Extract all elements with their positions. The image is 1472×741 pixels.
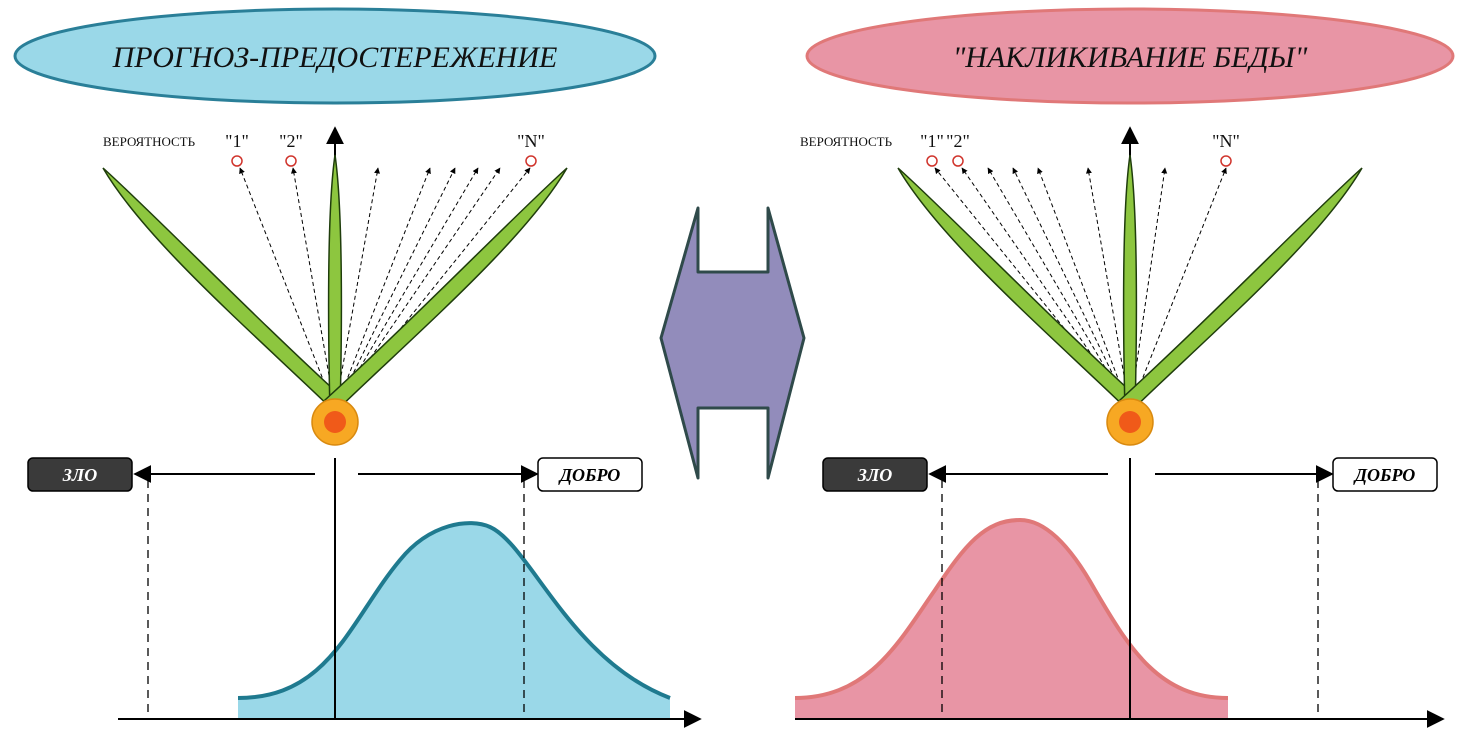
right-evil-tag: ЗЛО <box>822 457 928 492</box>
left-evil-label: ЗЛО <box>62 465 98 485</box>
right-label-1: "1" <box>920 131 944 151</box>
left-leaves <box>102 154 568 414</box>
left-leaf-right <box>323 167 568 414</box>
left-panel: ПРОГНОЗ-ПРЕДОСТЕРЕЖЕНИЕ ЗЛО ДОБРО <box>13 7 702 728</box>
right-panel: "НАКЛИКИВАНИЕ БЕДЫ" ЗЛО ДОБРО <box>794 7 1455 728</box>
left-leaf-center <box>327 154 343 413</box>
exchange-arrow <box>659 206 806 480</box>
right-title-ellipse <box>805 7 1455 105</box>
left-leaf-left <box>102 167 347 414</box>
left-distribution-curve <box>238 523 670 719</box>
left-title: ПРОГНОЗ-ПРЕДОСТЕРЕЖЕНИЕ <box>112 41 558 74</box>
right-leaves <box>897 154 1363 414</box>
right-leaf-center <box>1122 154 1138 413</box>
left-label-2: "2" <box>279 131 303 151</box>
right-evil-label: ЗЛО <box>857 465 893 485</box>
left-probability-arrows <box>239 167 531 411</box>
right-label-2: "2" <box>946 131 970 151</box>
right-good-label: ДОБРО <box>1353 465 1416 485</box>
left-good-label: ДОБРО <box>558 465 621 485</box>
right-label-n: "N" <box>1212 131 1240 151</box>
right-good-tag: ДОБРО <box>1332 457 1438 492</box>
left-probability-label: ВЕРОЯТНОСТЬ <box>103 134 196 149</box>
right-leaf-left <box>897 167 1142 414</box>
left-evil-tag: ЗЛО <box>27 457 133 492</box>
right-leaf-right <box>1118 167 1363 414</box>
right-title: "НАКЛИКИВАНИЕ БЕДЫ" <box>953 41 1308 74</box>
right-distribution-curve <box>795 520 1228 719</box>
left-title-ellipse <box>13 7 657 105</box>
right-probability-label: ВЕРОЯТНОСТЬ <box>800 134 893 149</box>
right-probability-arrows <box>934 167 1227 411</box>
left-good-tag: ДОБРО <box>537 457 643 492</box>
left-label-1: "1" <box>225 131 249 151</box>
left-label-n: "N" <box>517 131 545 151</box>
